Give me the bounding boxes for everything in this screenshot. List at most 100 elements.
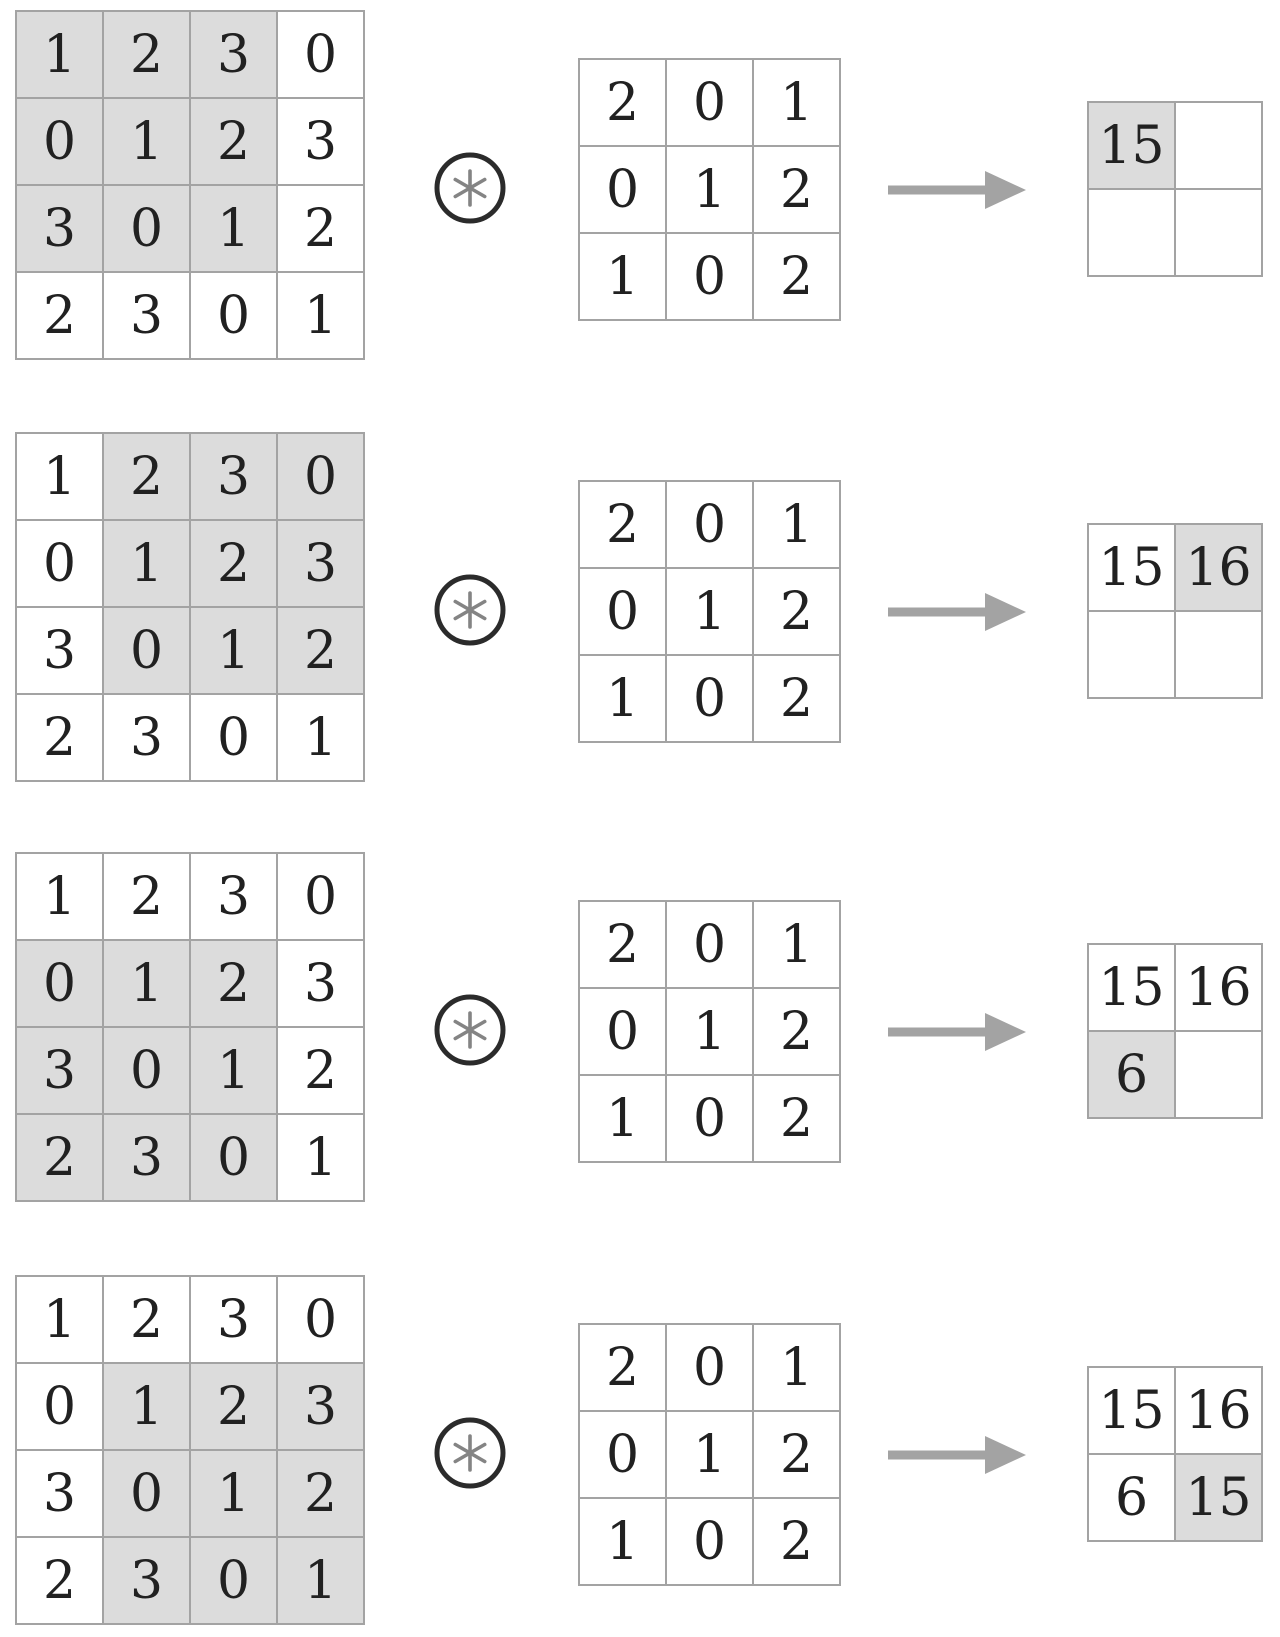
input-cell: 2 xyxy=(191,521,276,606)
input-cell: 2 xyxy=(17,1538,102,1623)
input-cell: 2 xyxy=(104,434,189,519)
input-cell: 1 xyxy=(191,186,276,271)
kernel-cell: 2 xyxy=(754,1076,839,1161)
input-cell: 2 xyxy=(191,1364,276,1449)
output-cell xyxy=(1176,103,1261,188)
kernel-cell: 2 xyxy=(754,989,839,1074)
output-cell xyxy=(1176,190,1261,275)
input-cell: 2 xyxy=(191,941,276,1026)
input-cell: 0 xyxy=(104,186,189,271)
kernel-cell: 0 xyxy=(667,482,752,567)
convolution-operator-icon xyxy=(434,574,506,646)
kernel-cell: 0 xyxy=(667,1325,752,1410)
input-cell: 3 xyxy=(104,273,189,358)
kernel-cell: 0 xyxy=(580,989,665,1074)
kernel-cell: 0 xyxy=(580,147,665,232)
input-cell: 2 xyxy=(17,1115,102,1200)
kernel-cell: 0 xyxy=(667,902,752,987)
input-cell: 0 xyxy=(104,608,189,693)
kernel-cell: 1 xyxy=(754,1325,839,1410)
input-cell: 1 xyxy=(191,608,276,693)
kernel-cell: 1 xyxy=(667,989,752,1074)
kernel-cell: 0 xyxy=(667,60,752,145)
input-cell: 1 xyxy=(17,434,102,519)
input-cell: 1 xyxy=(17,854,102,939)
kernel-cell: 1 xyxy=(580,234,665,319)
kernel-cell: 1 xyxy=(667,147,752,232)
input-cell: 0 xyxy=(191,1538,276,1623)
input-cell: 2 xyxy=(278,186,363,271)
input-cell: 3 xyxy=(191,1277,276,1362)
input-cell: 1 xyxy=(278,1538,363,1623)
input-cell: 2 xyxy=(17,695,102,780)
input-cell: 0 xyxy=(278,12,363,97)
kernel-cell: 0 xyxy=(580,569,665,654)
input-cell: 3 xyxy=(104,1538,189,1623)
input-cell: 3 xyxy=(278,1364,363,1449)
input-cell: 2 xyxy=(104,1277,189,1362)
input-cell: 2 xyxy=(278,1451,363,1536)
convolution-operator-icon xyxy=(434,994,506,1066)
kernel-cell: 0 xyxy=(667,1499,752,1584)
output-cell xyxy=(1089,612,1174,697)
kernel-cell: 0 xyxy=(667,234,752,319)
kernel-cell: 1 xyxy=(667,569,752,654)
kernel-cell: 1 xyxy=(754,482,839,567)
input-cell: 0 xyxy=(17,521,102,606)
input-cell: 1 xyxy=(104,941,189,1026)
arrow-right-icon xyxy=(888,593,1026,631)
input-cell: 0 xyxy=(278,434,363,519)
output-cell: 6 xyxy=(1089,1455,1174,1540)
kernel-cell: 2 xyxy=(754,569,839,654)
kernel-cell: 2 xyxy=(754,234,839,319)
input-cell: 1 xyxy=(191,1451,276,1536)
input-cell: 0 xyxy=(191,1115,276,1200)
kernel-cell: 2 xyxy=(580,482,665,567)
output-cell: 15 xyxy=(1089,525,1174,610)
input-cell: 0 xyxy=(104,1028,189,1113)
input-cell: 2 xyxy=(104,854,189,939)
output-cell: 16 xyxy=(1176,945,1261,1030)
output-cell xyxy=(1089,190,1174,275)
kernel-cell: 2 xyxy=(580,60,665,145)
arrow-right-icon xyxy=(888,1436,1026,1474)
input-cell: 2 xyxy=(17,273,102,358)
kernel-cell: 1 xyxy=(580,656,665,741)
input-cell: 0 xyxy=(17,1364,102,1449)
input-cell: 1 xyxy=(104,99,189,184)
input-cell: 1 xyxy=(104,521,189,606)
input-cell: 0 xyxy=(191,273,276,358)
kernel-cell: 1 xyxy=(667,1412,752,1497)
input-cell: 2 xyxy=(278,608,363,693)
output-cell xyxy=(1176,1032,1261,1117)
kernel-cell: 2 xyxy=(580,902,665,987)
input-cell: 0 xyxy=(278,1277,363,1362)
arrow-right-icon xyxy=(888,1013,1026,1051)
output-cell: 16 xyxy=(1176,1368,1261,1453)
input-cell: 1 xyxy=(17,12,102,97)
output-cell: 15 xyxy=(1176,1455,1261,1540)
output-cell: 15 xyxy=(1089,1368,1174,1453)
input-cell: 0 xyxy=(191,695,276,780)
arrow-right-icon xyxy=(888,171,1026,209)
input-cell: 3 xyxy=(278,99,363,184)
output-cell: 15 xyxy=(1089,945,1174,1030)
input-cell: 1 xyxy=(191,1028,276,1113)
output-cell: 6 xyxy=(1089,1032,1174,1117)
output-cell xyxy=(1176,612,1261,697)
kernel-cell: 2 xyxy=(754,656,839,741)
input-cell: 1 xyxy=(104,1364,189,1449)
input-cell: 3 xyxy=(278,521,363,606)
input-cell: 1 xyxy=(278,273,363,358)
output-cell: 16 xyxy=(1176,525,1261,610)
